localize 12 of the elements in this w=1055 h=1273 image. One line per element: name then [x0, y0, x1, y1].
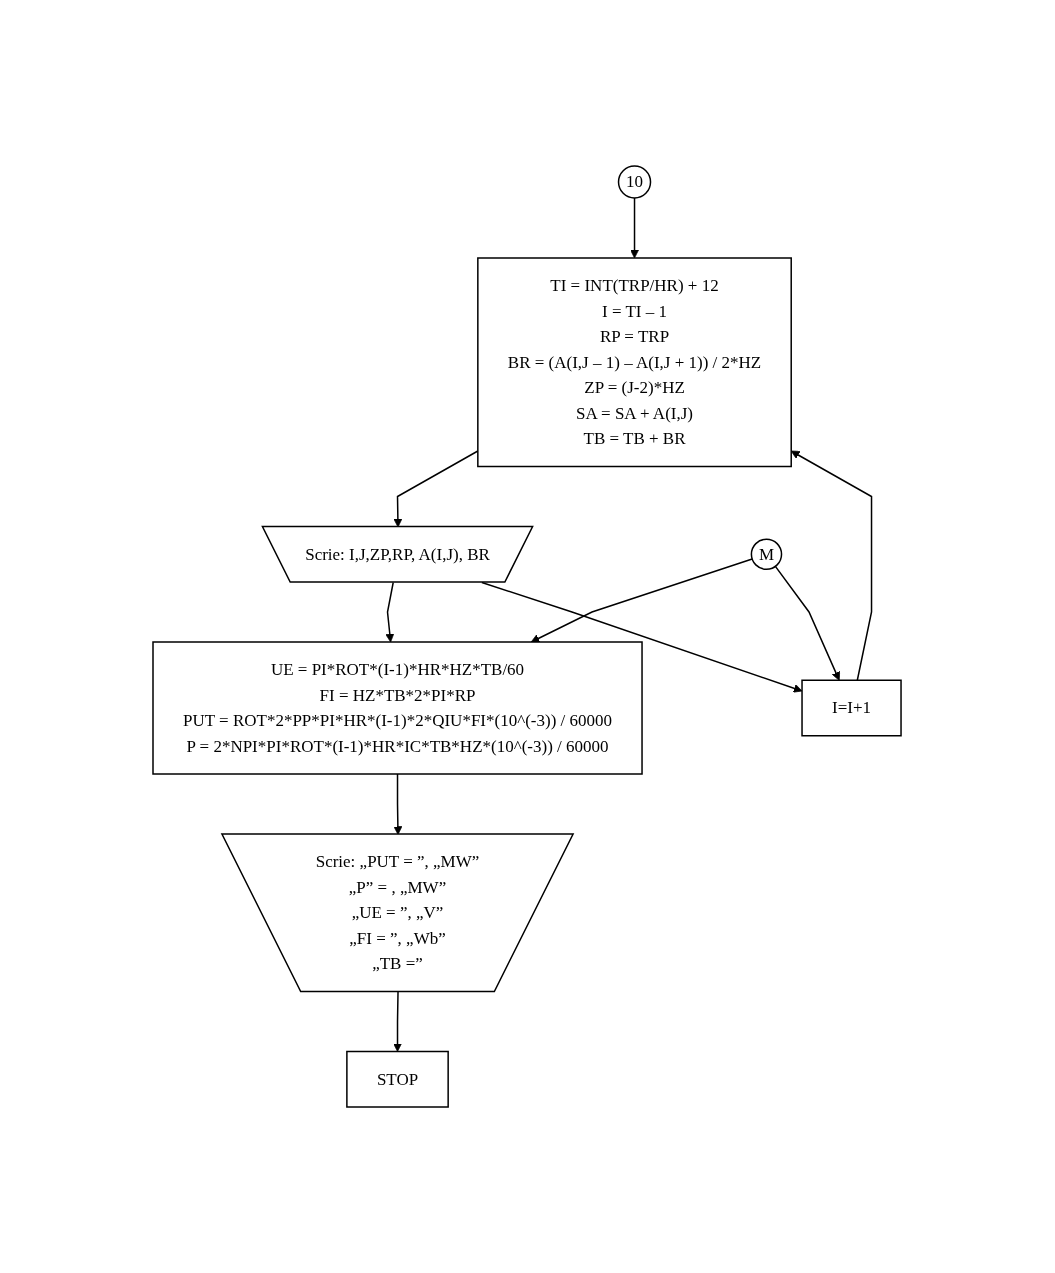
- node-circle: M: [751, 538, 783, 571]
- arrow: [775, 565, 841, 681]
- arrow: [531, 558, 754, 643]
- arrow: [393, 773, 403, 835]
- node-circle: 10: [618, 165, 652, 199]
- node-box: STOP: [346, 1050, 450, 1108]
- arrow: [393, 991, 403, 1052]
- arrow: [630, 197, 640, 259]
- node-box: UE = PI*ROT*(I-1)*HR*HZ*TB/60 FI = HZ*TB*2*PI*RP PUT = ROT*2*PP*PI*HR*(I-1)*2*QIU*FI*(10^(-3)) / 60000 P = 2*NPI*PI*ROT*(I-1)*HR*IC*TB*HZ*(10^(-3)) / 60000: [152, 641, 644, 775]
- node-box: TI = INT(TRP/HR) + 12 I = TI – 1 RP = TRP BR = (A(I,J – 1) – A(I,J + 1)) / 2*HZ ZP = (J-2)*HZ SA = SA + A(I,J) TB = TB + BR: [477, 257, 793, 468]
- node-box: I=I+1: [801, 679, 903, 737]
- arrow: [791, 450, 873, 681]
